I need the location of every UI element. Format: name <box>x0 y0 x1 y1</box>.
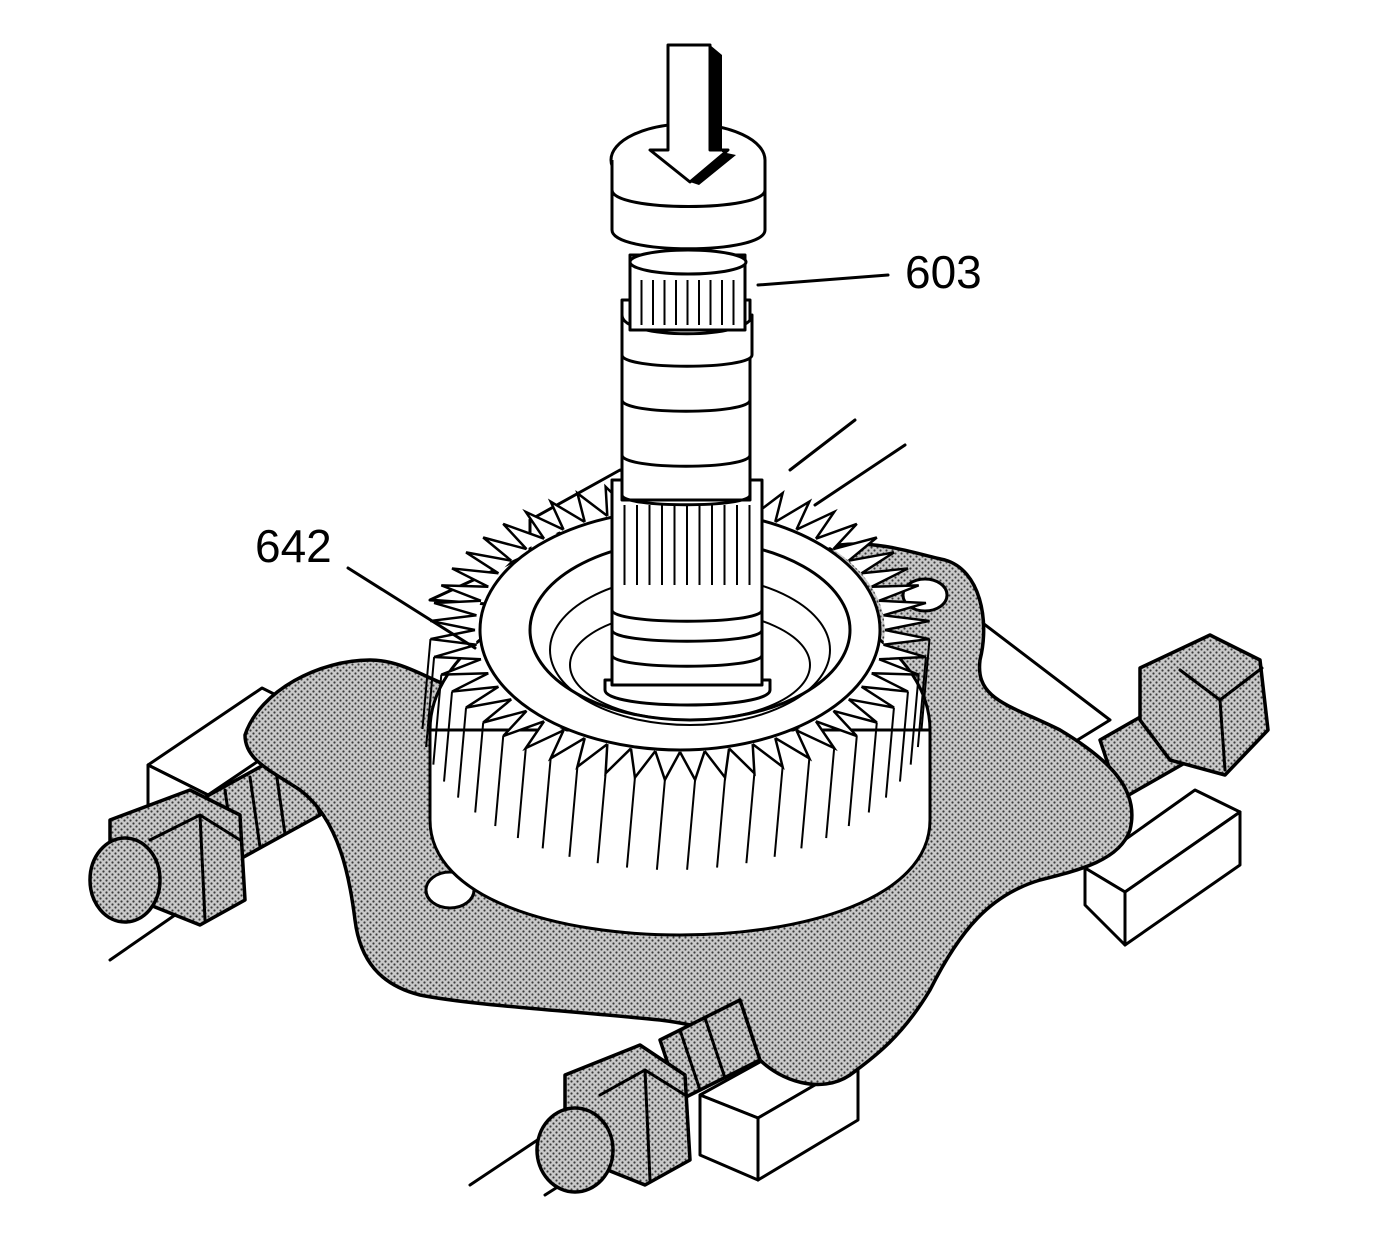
callout-642: 642 <box>255 520 477 650</box>
gear-tooth-edge <box>596 773 607 864</box>
rail-lines <box>108 418 907 1197</box>
gear-tooth-edge <box>825 747 836 839</box>
gear-tooth-edge <box>494 735 505 827</box>
gear-tooth-edge <box>847 735 858 827</box>
right-bolt <box>1098 633 1270 802</box>
front-bolt <box>535 998 762 1194</box>
gear-tooth <box>451 567 499 588</box>
gear-tooth-edge <box>884 707 895 798</box>
gear-tooth-edge <box>443 691 454 782</box>
down-arrow-icon <box>648 43 736 185</box>
support-block-right <box>1083 788 1242 947</box>
gear-tooth <box>654 750 682 783</box>
gear-tooth <box>502 710 545 738</box>
gear-tooth-edge <box>916 656 927 748</box>
gear-tooth-edge <box>457 707 468 798</box>
gear-tooth <box>883 614 930 632</box>
gear-tooth <box>430 628 477 646</box>
gear-tooth-edge <box>800 758 811 849</box>
gear-tooth <box>440 584 489 602</box>
gear-tooth <box>871 658 920 676</box>
gear-tooth <box>795 508 838 540</box>
gear-tooth <box>604 743 632 777</box>
gear-tooth-edge <box>716 777 727 868</box>
gear-tooth <box>433 599 482 617</box>
gear-tooth-edge <box>432 674 443 765</box>
gear-tooth-edge <box>867 722 878 813</box>
gear-tooth <box>465 551 512 575</box>
gear-tooth-edge <box>745 773 756 864</box>
gear-tooth <box>522 508 565 540</box>
gear-tooth-edge <box>655 779 666 870</box>
gear-tooth-edge <box>773 766 784 857</box>
callout-642-label: 642 <box>255 520 332 572</box>
gear-tooth <box>833 536 878 562</box>
gear-tooth <box>861 567 909 588</box>
gear-tooth-edge <box>474 722 485 813</box>
callout-603-label: 603 <box>905 246 982 298</box>
gear-tooth-edge <box>425 656 436 748</box>
gear-tooth <box>871 584 920 602</box>
gear-tooth <box>848 551 895 575</box>
gear-tooth-edge <box>568 766 579 857</box>
gear-tooth <box>482 536 527 562</box>
gear-tooth-edge <box>541 758 552 849</box>
gear-tooth <box>433 643 482 661</box>
gear-tooth <box>728 743 756 777</box>
gear-tooth <box>815 522 858 550</box>
gear-tooth <box>678 750 706 783</box>
gear-tooth <box>547 729 586 762</box>
gear-tooth-edge <box>421 638 432 730</box>
callout-603: 603 <box>756 246 982 298</box>
gear-tooth-edge <box>516 747 527 839</box>
gear-tooth <box>774 729 813 762</box>
gear-tooth <box>575 737 609 770</box>
gear-tooth-edge <box>898 691 909 782</box>
gear-tooth-edge <box>909 674 920 765</box>
gear-tooth <box>502 522 545 550</box>
gear-tooth <box>774 498 813 531</box>
gear-tooth <box>440 658 489 676</box>
output-shaft <box>603 248 772 707</box>
gear-tooth <box>878 643 927 661</box>
gear-tooth-edge <box>625 777 636 868</box>
gear-tooth <box>815 710 858 738</box>
gear-tooth <box>547 498 586 531</box>
gear-tooth <box>575 490 609 523</box>
gear-tooth-edge <box>920 638 931 730</box>
gear-tooth-edge <box>686 779 697 870</box>
gear-tooth <box>878 599 927 617</box>
